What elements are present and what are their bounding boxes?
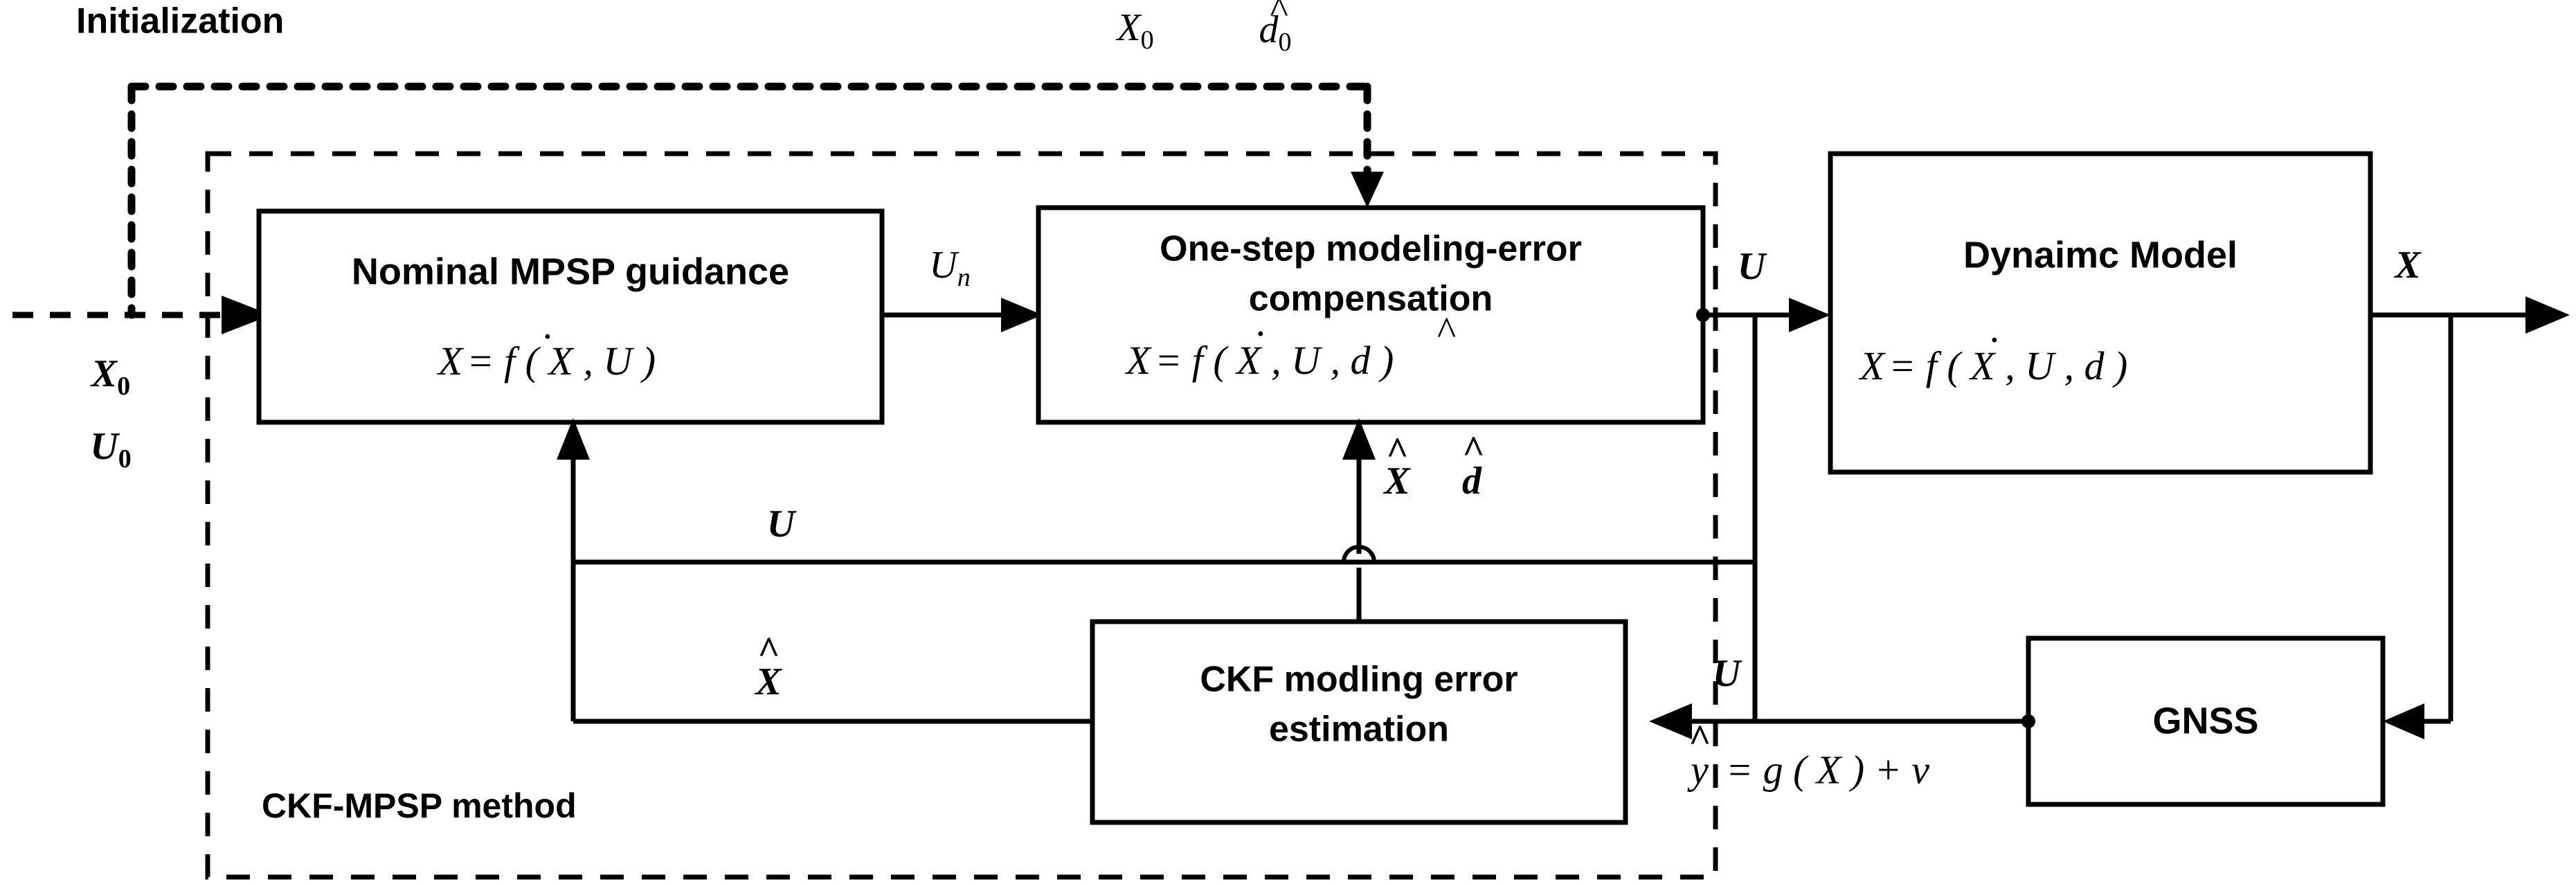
xhat-feedback-label: X (754, 660, 782, 703)
block-gnss-title: GNSS (2152, 700, 2258, 741)
x-output-arrowhead (2525, 296, 2570, 334)
block-one-step-eq-dot: · (1255, 311, 1266, 356)
block-dynamic-model-title: Dynaimc Model (1963, 234, 2237, 276)
xhat-label: X (1382, 460, 1411, 503)
block-one-step-dhat-hat: ^ (1436, 308, 1456, 353)
xhat-dhat-line-hop (1342, 545, 1376, 563)
block-dynamic-model[interactable] (1828, 151, 2373, 475)
top-dhat0-label: d0 (1259, 8, 1291, 57)
initial-input-arrowhead (222, 296, 271, 334)
block-nominal-mpsp-title: Nominal MPSP guidance (352, 251, 789, 292)
y-equation-lhs: y (1687, 747, 1709, 792)
y-equation-rhs: = g ( X ) + v (1726, 747, 1929, 792)
ckf-input-arrowhead (1649, 703, 1692, 739)
dhat-hat-mark: ^ (1462, 429, 1484, 471)
dhat-label: d (1462, 460, 1482, 503)
block-one-step-title-line1: One-step modeling-error (1160, 229, 1582, 269)
method-region-label: CKF-MPSP method (262, 786, 577, 825)
xhat-hat-mark: ^ (1386, 430, 1408, 473)
initialization-label: Initialization (76, 1, 284, 42)
u-feedback-label: U (767, 503, 797, 545)
block-gnss[interactable] (2026, 635, 2386, 807)
un-arrowhead (1001, 298, 1043, 332)
block-ckf-title-line1: CKF modling error (1200, 660, 1517, 700)
block-dynamic-model-equation: X= f ( X , U , d ) (1859, 343, 2128, 388)
gnss-input-arrowhead (2383, 703, 2424, 739)
xhat-feedback-hat-mark: ^ (757, 629, 780, 672)
block-one-step-equation: X= f ( X , U , d ) (1125, 338, 1394, 383)
block-dynamic-model-eq-dot: · (1989, 317, 1999, 362)
u-feedback-arrowhead (557, 418, 590, 460)
block-nominal-mpsp-eq-dot: · (542, 314, 552, 359)
top-x0-label: X0 (1115, 6, 1153, 55)
block-nominal-mpsp[interactable] (256, 208, 885, 425)
block-ckf-title-line2: estimation (1269, 710, 1449, 750)
x-output-label: X (2393, 244, 2422, 287)
u-arrowhead-dynamic-model (1789, 298, 1830, 332)
initialization-arrowhead-block2 (1351, 172, 1384, 208)
ckf-mpsp-method-region (205, 151, 1718, 880)
u-gnss-label: U (1713, 652, 1742, 695)
y-equation-hat-mark: ^ (1688, 717, 1711, 760)
u-right-label: U (1738, 245, 1767, 288)
input-u0-label: U0 (90, 425, 132, 473)
xhat-dhat-arrowhead (1342, 418, 1376, 460)
un-label: Un (929, 244, 971, 292)
top-dhat0-hat: ^ (1269, 0, 1288, 32)
u-junction-dot (1696, 308, 1710, 322)
block-nominal-mpsp-equation: X= f ( X , U ) (437, 339, 656, 384)
gnss-output-junction-dot (2021, 714, 2035, 728)
input-x0-label: X0 (90, 352, 130, 401)
block-one-step-title-line2: compensation (1249, 279, 1493, 319)
